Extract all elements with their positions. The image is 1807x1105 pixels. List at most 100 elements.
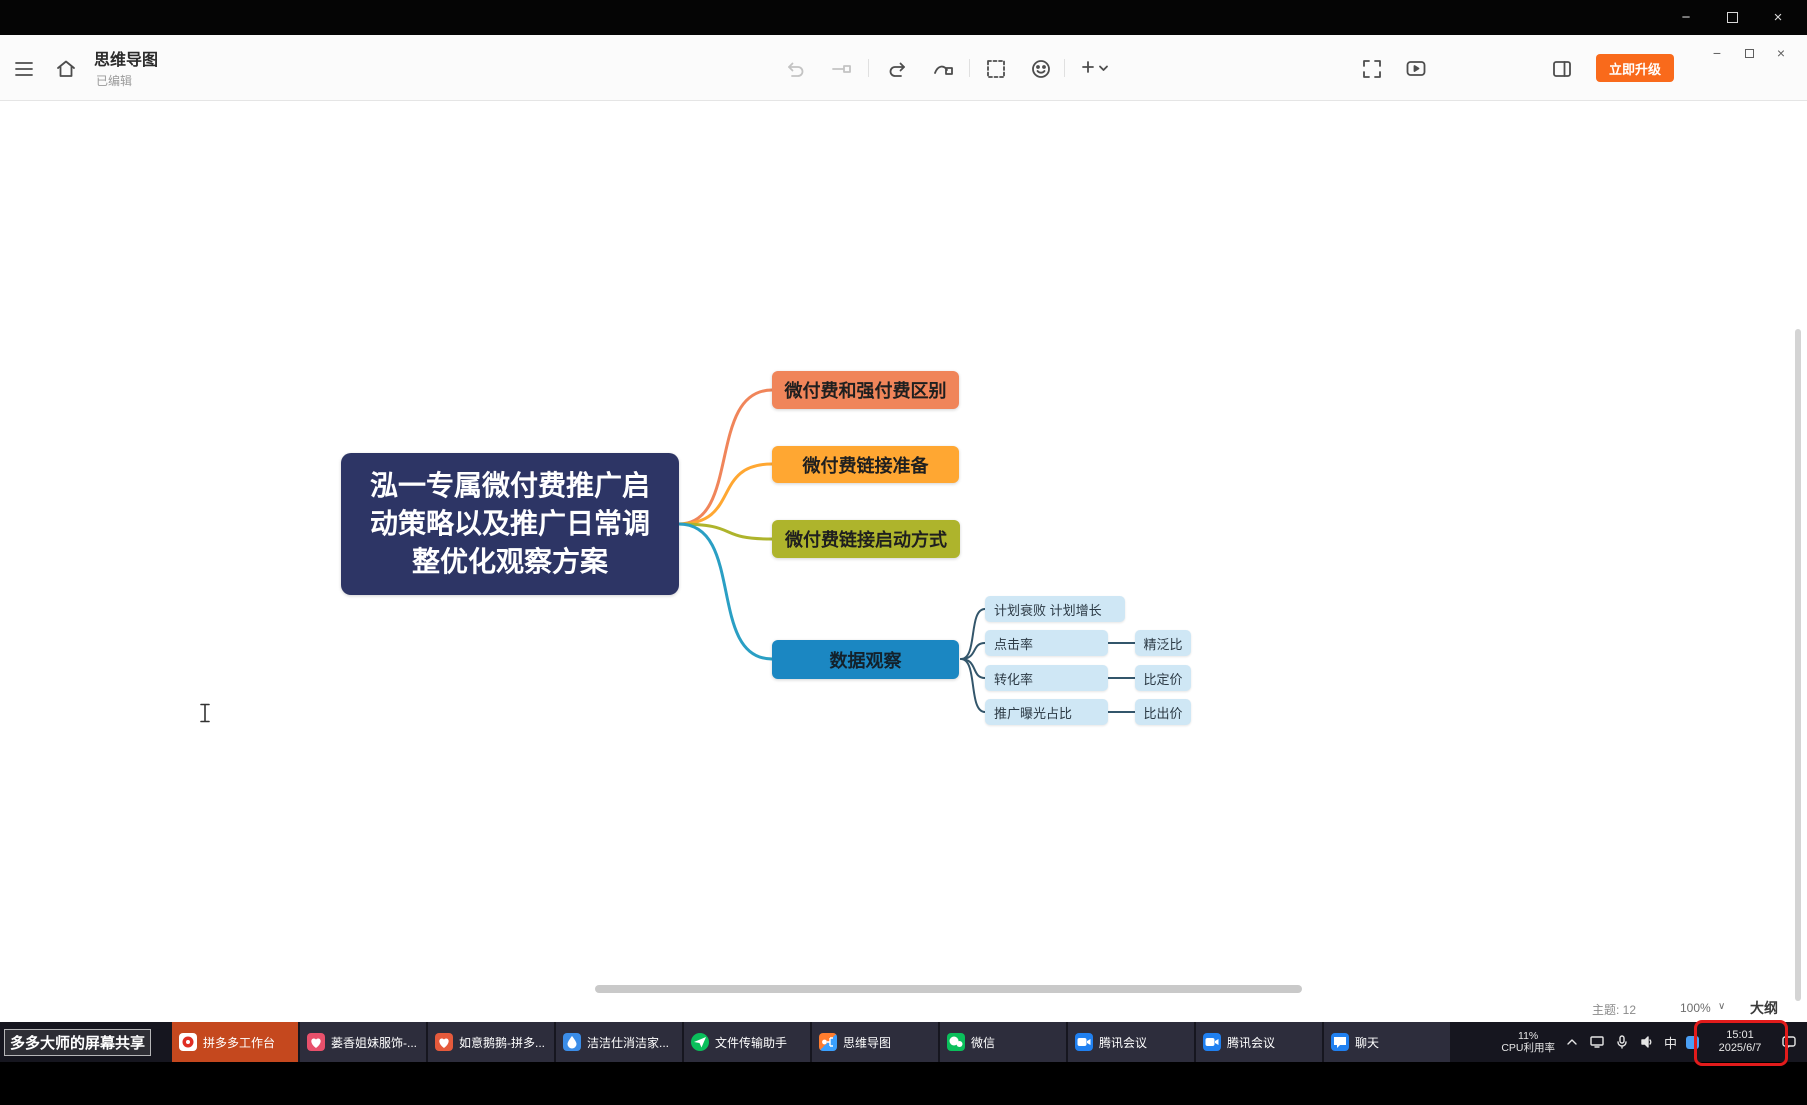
app-maximize-button[interactable] — [1733, 40, 1765, 66]
tray-mic-icon[interactable] — [1614, 1034, 1630, 1050]
tencent-meeting-icon — [1203, 1033, 1221, 1051]
mindmap-connectors — [0, 101, 1807, 1022]
app-close-button[interactable]: × — [1765, 40, 1797, 66]
system-tray: 11% CPU利用率 中 15:01 2025/6/7 — [1501, 1022, 1807, 1062]
grandchild-node-1[interactable]: 精泛比 — [1135, 630, 1191, 656]
cpu-label: CPU利用率 — [1501, 1042, 1555, 1054]
taskbar-item-shop1[interactable]: 蒌香姐妹服饰-... — [300, 1022, 426, 1062]
connector-branch4 — [679, 524, 772, 659]
horizontal-scrollbar[interactable] — [595, 985, 1302, 993]
pdd-workbench-icon — [179, 1033, 197, 1051]
taskbar-item-mindmap[interactable]: 思维导图 — [812, 1022, 938, 1062]
connector-branch1 — [679, 390, 772, 524]
zoom-level[interactable]: 100% — [1680, 1001, 1711, 1015]
grandchild-node-2[interactable]: 比定价 — [1135, 665, 1191, 691]
tencent-meeting-icon — [1075, 1033, 1093, 1051]
maximize-icon — [1727, 12, 1738, 23]
outer-titlebar: − × — [0, 0, 1807, 35]
mindmap-app-icon — [819, 1033, 837, 1051]
mindmap-canvas[interactable]: 泓一专属微付费推广启动策略以及推广日常调整优化观察方案 微付费和强付费区别 微付… — [0, 101, 1807, 1022]
tray-display-icon[interactable] — [1589, 1034, 1605, 1050]
app-window-controls: − × — [1701, 40, 1797, 66]
emoji-icon[interactable] — [1029, 57, 1053, 81]
text-cursor-icon — [198, 703, 212, 723]
file-transfer-icon — [691, 1033, 709, 1051]
tray-time: 15:01 — [1708, 1029, 1772, 1042]
taskbar-item-label: 洁洁仕消洁家... — [587, 1034, 669, 1051]
taskbar-item-meeting2[interactable]: 腾讯会议 — [1196, 1022, 1322, 1062]
child-node-2[interactable]: 点击率 — [985, 630, 1108, 656]
present-play-icon[interactable] — [1404, 57, 1428, 81]
home-icon[interactable] — [54, 57, 78, 81]
toolbar-separator — [969, 59, 970, 77]
outer-window-controls: − × — [1663, 0, 1801, 35]
cpu-percent: 11% — [1501, 1030, 1555, 1042]
taskbar-item-shop2[interactable]: 如意鹅鹅-拼多... — [428, 1022, 554, 1062]
child-node-4[interactable]: 推广曝光占比 — [985, 699, 1108, 725]
tray-chevron-up-icon[interactable] — [1564, 1034, 1580, 1050]
branch-node-3[interactable]: 微付费链接启动方式 — [772, 520, 960, 558]
taskbar-item-chat[interactable]: 聊天 — [1324, 1022, 1450, 1062]
taskbar-item-label: 如意鹅鹅-拼多... — [459, 1034, 545, 1051]
cpu-usage: 11% CPU利用率 — [1501, 1030, 1555, 1054]
connector-child2 — [961, 643, 985, 659]
shop2-icon — [435, 1033, 453, 1051]
toolbar-separator — [868, 59, 869, 77]
taskbar-item-meeting1[interactable]: 腾讯会议 — [1068, 1022, 1194, 1062]
selection-icon[interactable] — [984, 57, 1008, 81]
redo-icon[interactable] — [886, 57, 910, 81]
outer-minimize-button[interactable]: − — [1663, 0, 1709, 35]
ime-indicator[interactable]: 中 — [1664, 1033, 1677, 1052]
tray-speaker-icon[interactable] — [1639, 1034, 1655, 1050]
redo-step-icon[interactable] — [829, 57, 853, 81]
outer-close-button[interactable]: × — [1755, 0, 1801, 35]
undo-icon[interactable] — [783, 57, 807, 81]
taskbar-item-label: 微信 — [971, 1034, 995, 1051]
insert-topic-icon[interactable] — [1078, 57, 1112, 81]
branch-node-4[interactable]: 数据观察 — [772, 640, 959, 679]
zoom-chevron-icon[interactable]: ∨ — [1718, 1001, 1725, 1012]
taskbar-item-label: 拼多多工作台 — [203, 1034, 275, 1051]
connector-icon[interactable] — [931, 57, 955, 81]
upgrade-button[interactable]: 立即升级 — [1596, 54, 1674, 82]
outer-maximize-button[interactable] — [1709, 0, 1755, 35]
grandchild-node-3[interactable]: 比出价 — [1135, 699, 1191, 725]
shop1-icon — [307, 1033, 325, 1051]
connector-child3 — [961, 659, 985, 678]
screen-share-overlay-label: 多多大师的屏幕共享 — [4, 1029, 151, 1056]
maximize-icon — [1745, 49, 1754, 58]
taskbar-item-clean-shop[interactable]: 洁洁仕消洁家... — [556, 1022, 682, 1062]
notification-icon[interactable] — [1781, 1034, 1797, 1050]
taskbar-item-label: 腾讯会议 — [1227, 1034, 1275, 1051]
hamburger-menu-icon[interactable] — [12, 57, 36, 81]
connector-branch2 — [679, 464, 772, 524]
taskbar-item-pdd-workbench[interactable]: 拼多多工作台 — [172, 1022, 298, 1062]
vertical-scrollbar[interactable] — [1795, 329, 1801, 1001]
taskbar-item-file-transfer[interactable]: 文件传输助手 — [684, 1022, 810, 1062]
taskbar-items: 拼多多工作台 蒌香姐妹服饰-... 如意鹅鹅-拼多... 洁洁仕消洁家... 文… — [172, 1022, 1450, 1062]
branch-node-1[interactable]: 微付费和强付费区别 — [772, 371, 959, 409]
child-node-3[interactable]: 转化率 — [985, 665, 1108, 691]
taskbar-item-wechat[interactable]: 微信 — [940, 1022, 1066, 1062]
edit-status: 已编辑 — [96, 72, 132, 89]
taskbar-item-label: 文件传输助手 — [715, 1034, 787, 1051]
branch-node-2[interactable]: 微付费链接准备 — [772, 446, 959, 483]
app-toolbar: 思维导图 已编辑 立即升级 − × — [0, 35, 1807, 101]
taskbar-item-label: 蒌香姐妹服饰-... — [331, 1034, 417, 1051]
chat-app-icon — [1331, 1033, 1349, 1051]
fullscreen-icon[interactable] — [1360, 57, 1384, 81]
app-title: 思维导图 — [94, 46, 158, 70]
panel-toggle-icon[interactable] — [1550, 57, 1574, 81]
clean-shop-icon — [563, 1033, 581, 1051]
tray-clock[interactable]: 15:01 2025/6/7 — [1708, 1029, 1772, 1055]
taskbar-item-label: 聊天 — [1355, 1034, 1379, 1051]
app-minimize-button[interactable]: − — [1701, 40, 1733, 66]
outline-toggle[interactable]: 大纲 — [1750, 998, 1778, 1018]
wechat-icon — [947, 1033, 965, 1051]
taskbar-item-label: 腾讯会议 — [1099, 1034, 1147, 1051]
taskbar-item-label: 思维导图 — [843, 1034, 891, 1051]
root-node[interactable]: 泓一专属微付费推广启动策略以及推广日常调整优化观察方案 — [341, 453, 679, 595]
tray-app-icon[interactable] — [1686, 1036, 1699, 1049]
child-node-1[interactable]: 计划衰败 计划增长 — [985, 596, 1125, 622]
taskbar: 多多大师的屏幕共享 拼多多工作台 蒌香姐妹服饰-... 如意鹅鹅-拼多... 洁… — [0, 1022, 1807, 1062]
